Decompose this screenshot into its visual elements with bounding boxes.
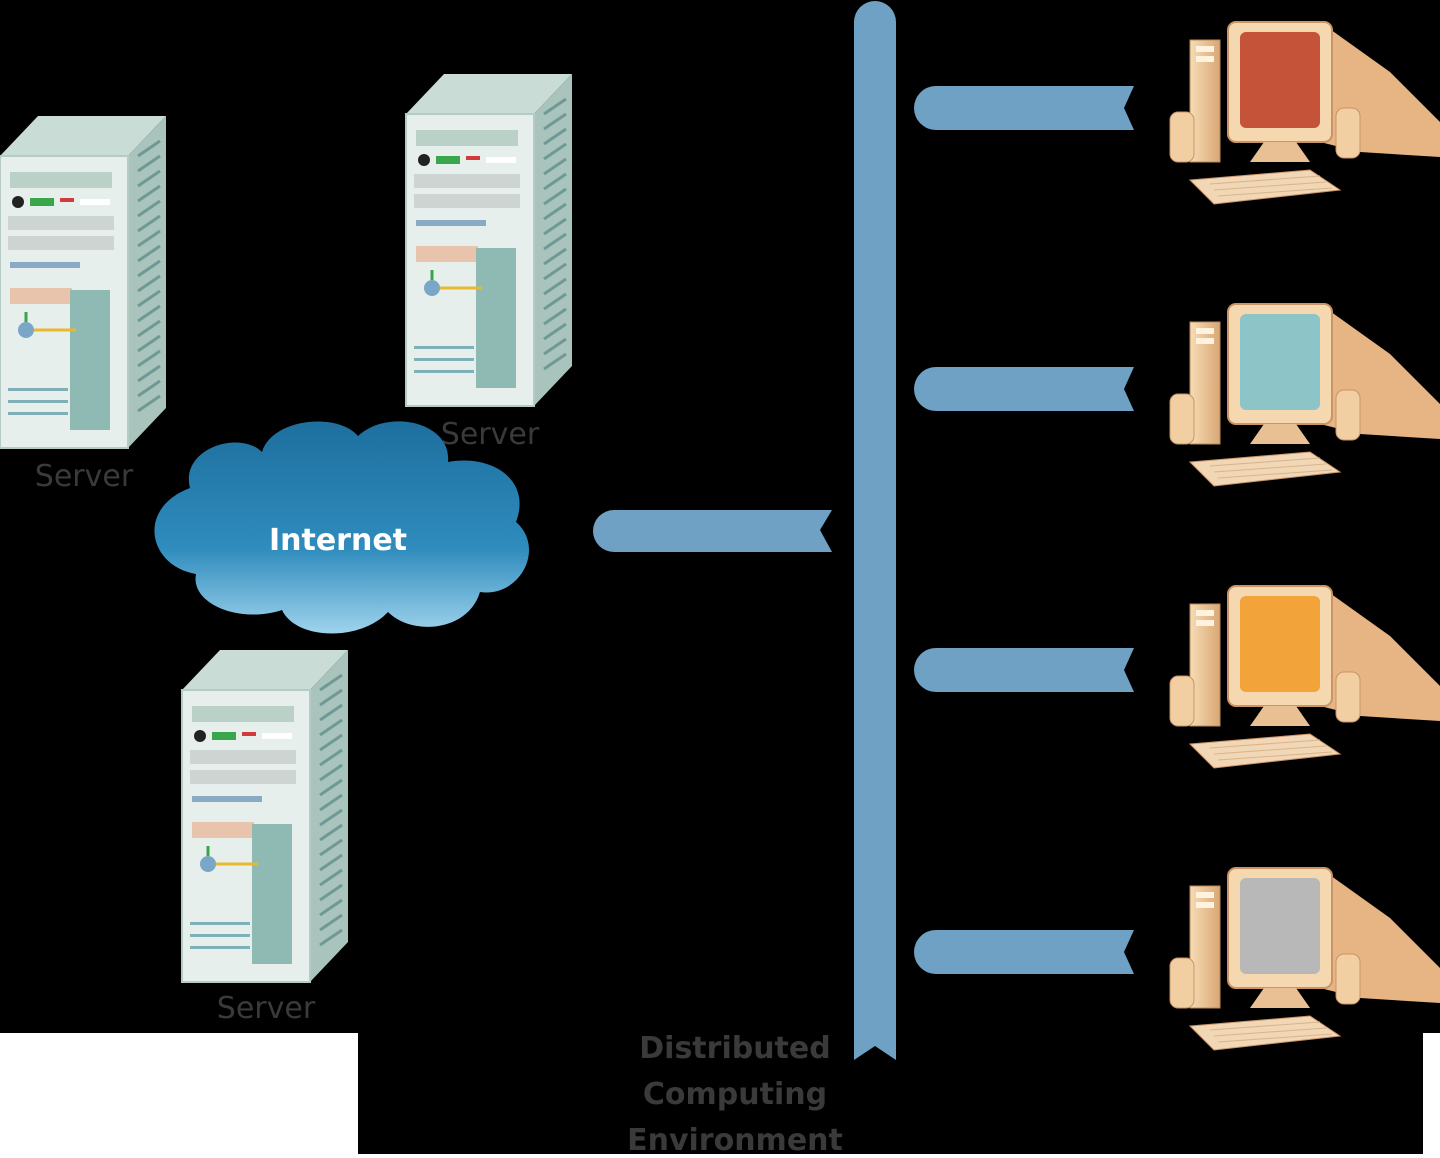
server-label: Server	[217, 991, 316, 1026]
workstation-connector	[914, 367, 1134, 411]
workstation-connector	[914, 930, 1134, 974]
server-label: Server	[441, 417, 540, 452]
server-icon	[180, 648, 350, 984]
computer-icon	[1169, 585, 1440, 769]
computer-icon	[1169, 867, 1440, 1051]
server-icon	[404, 72, 574, 408]
network-backbone	[854, 1, 896, 1060]
workstation-connector	[914, 648, 1134, 692]
computer-icon	[1169, 303, 1440, 487]
network-label-line: Distributed	[639, 1031, 830, 1066]
workstation-connector	[914, 86, 1134, 130]
server-icon	[0, 114, 168, 450]
server-label: Server	[35, 459, 134, 494]
internet-label: Internet	[269, 523, 407, 558]
internet-connector	[593, 510, 832, 552]
network-label-line: Computing	[643, 1077, 827, 1112]
network-label-line: Environment	[627, 1123, 843, 1154]
internet-cloud-icon	[154, 421, 530, 634]
computer-icon	[1169, 21, 1440, 205]
